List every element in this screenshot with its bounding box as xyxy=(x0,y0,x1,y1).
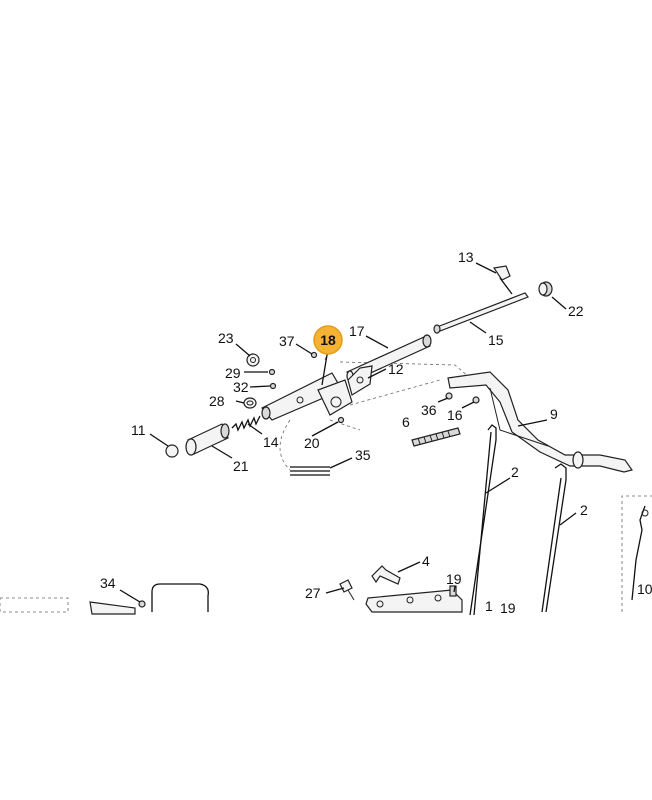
part-16-pin[interactable] xyxy=(472,396,480,404)
callout-20[interactable]: 20 xyxy=(304,435,320,451)
part-10-cable[interactable] xyxy=(621,495,652,612)
part-1-bracket[interactable] xyxy=(365,589,463,613)
callout-1[interactable]: 1 xyxy=(485,598,493,614)
leader-lines xyxy=(119,262,577,603)
callout-12[interactable]: 12 xyxy=(388,361,404,377)
callout-14[interactable]: 14 xyxy=(263,434,279,450)
callout-9[interactable]: 9 xyxy=(550,406,558,422)
part-23-washer[interactable] xyxy=(246,353,260,367)
callout-16[interactable]: 16 xyxy=(447,407,463,423)
callout-11[interactable]: 11 xyxy=(131,422,146,438)
part-2-rod-b[interactable] xyxy=(541,463,567,613)
callout-34[interactable]: 34 xyxy=(100,575,116,591)
callout-labels: 13 22 15 17 37 23 29 32 28 12 6 36 16 9 … xyxy=(100,249,652,616)
callout-28[interactable]: 28 xyxy=(209,393,225,409)
part-28-ring[interactable] xyxy=(243,397,257,409)
part-29-pin[interactable] xyxy=(268,368,276,376)
callout-10[interactable]: 10 xyxy=(637,581,652,597)
part-6-spring[interactable] xyxy=(411,427,461,447)
callout-4[interactable]: 4 xyxy=(422,553,430,569)
part-11-cap[interactable] xyxy=(165,444,179,458)
part-19-bolt[interactable] xyxy=(449,585,457,597)
callout-22[interactable]: 22 xyxy=(568,303,584,319)
callout-2b[interactable]: 2 xyxy=(580,502,588,518)
callout-13[interactable]: 13 xyxy=(458,249,474,265)
part-21-grip[interactable] xyxy=(185,423,230,456)
callout-17[interactable]: 17 xyxy=(349,323,365,339)
callout-18-highlight[interactable]: 18 xyxy=(313,325,343,355)
callout-29[interactable]: 29 xyxy=(225,365,241,381)
callout-32[interactable]: 32 xyxy=(233,379,249,395)
part-20-pin[interactable] xyxy=(337,416,345,424)
part-34-bracket[interactable] xyxy=(0,583,209,615)
callout-2a[interactable]: 2 xyxy=(511,464,519,480)
part-15-rod[interactable] xyxy=(433,292,529,334)
part-27-bolt[interactable] xyxy=(339,579,355,601)
part-13-lever[interactable] xyxy=(492,265,513,295)
part-14-spring[interactable] xyxy=(231,415,261,432)
part-9-frame[interactable] xyxy=(447,371,633,473)
part-37-pin[interactable] xyxy=(310,351,318,359)
callout-18: 18 xyxy=(320,332,336,348)
part-2-rod-a[interactable] xyxy=(469,424,497,616)
callout-6[interactable]: 6 xyxy=(402,414,410,430)
part-12-plate[interactable] xyxy=(347,365,373,396)
part-32-pin[interactable] xyxy=(269,382,277,390)
callout-37[interactable]: 37 xyxy=(279,333,295,349)
part-35-cable[interactable] xyxy=(290,466,330,476)
callout-19b[interactable]: 19 xyxy=(500,600,516,616)
callout-23[interactable]: 23 xyxy=(218,330,234,346)
callout-15[interactable]: 15 xyxy=(488,332,504,348)
part-4-hook[interactable] xyxy=(371,565,401,585)
part-18-shaft-bracket[interactable] xyxy=(261,372,353,421)
callout-21[interactable]: 21 xyxy=(233,458,249,474)
callout-27[interactable]: 27 xyxy=(305,585,321,601)
part-22-knob[interactable] xyxy=(538,281,553,297)
callout-19a[interactable]: 19 xyxy=(446,571,462,587)
callout-35[interactable]: 35 xyxy=(355,447,371,463)
callout-36[interactable]: 36 xyxy=(421,402,437,418)
